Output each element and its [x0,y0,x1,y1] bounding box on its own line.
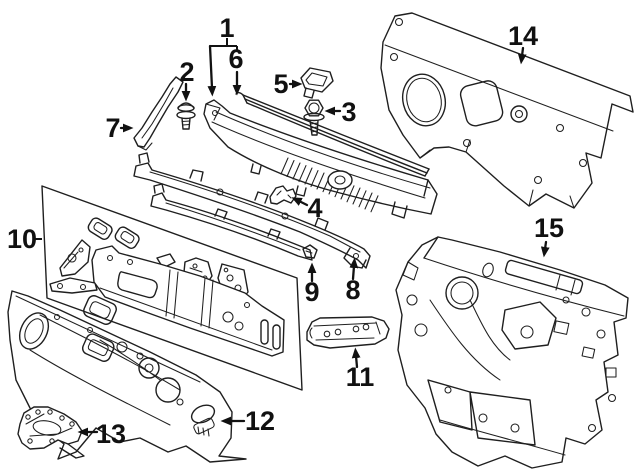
callout-4-arrow [291,197,309,207]
callout-13-number[interactable]: 13 [96,419,126,449]
part-3-hex-bolt [303,99,325,136]
part-8-cowl-lower-rail [133,152,371,269]
callout-2-number[interactable]: 2 [179,57,194,87]
callout-12: 12 [220,406,275,436]
callout-1: 1 [207,13,238,97]
part-7-cowl-side-bracket [133,76,184,151]
callout-10-number[interactable]: 10 [7,224,37,254]
part-1-cowl-vent-grille [203,99,438,219]
callout-11-number[interactable]: 11 [346,362,375,392]
callout-6: 6 [228,44,244,96]
callout-10: 10 [7,224,42,254]
part-9-clip [302,244,318,259]
callout-5: 5 [273,69,303,99]
part-11-plenum-bracket [306,316,390,349]
callout-14-number[interactable]: 14 [508,21,538,51]
part-5-retainer-clip [300,67,334,99]
callout-5-number[interactable]: 5 [273,69,288,99]
callout-7: 7 [105,113,134,143]
part-14-upper-insulator [380,12,634,209]
callout-1-number[interactable]: 1 [219,13,234,43]
callout-3: 3 [324,97,357,127]
part-6-weatherstrip [235,91,430,177]
callout-6-number[interactable]: 6 [228,44,243,74]
part-2-push-pin-retainer [176,102,196,130]
callout-12-number[interactable]: 12 [245,406,275,436]
callout-7-number[interactable]: 7 [105,113,120,143]
callouts-layer: 1 6 2 5 3 14 7 4 [7,13,564,449]
callout-14: 14 [508,21,538,65]
callout-11-arrow [351,347,361,369]
part-4-clip-bracket [269,185,297,205]
callout-3-number[interactable]: 3 [341,97,356,127]
callout-9-number[interactable]: 9 [304,277,319,307]
callout-15: 15 [534,213,564,258]
lower-cowl-rail [150,183,313,261]
callout-1-bracket [210,38,238,50]
callout-4-number[interactable]: 4 [307,193,322,223]
part-15-lower-insulator [395,236,629,469]
callout-8-number[interactable]: 8 [345,275,360,305]
callout-2: 2 [179,57,195,102]
callout-1-arrow [207,44,217,97]
callout-8: 8 [345,257,361,305]
callout-14-arrow [517,46,527,65]
callout-9: 9 [304,262,320,307]
part-10-dash-reinforcement-box [41,185,303,391]
part-10-box-outline [41,185,303,391]
callout-8-arrow [349,257,359,281]
callout-15-arrow [540,240,550,258]
callout-4: 4 [291,193,323,223]
callout-13: 13 [77,419,126,449]
part-13-side-bracket [17,406,85,459]
callout-15-number[interactable]: 15 [534,213,564,243]
callout-11: 11 [346,347,375,392]
